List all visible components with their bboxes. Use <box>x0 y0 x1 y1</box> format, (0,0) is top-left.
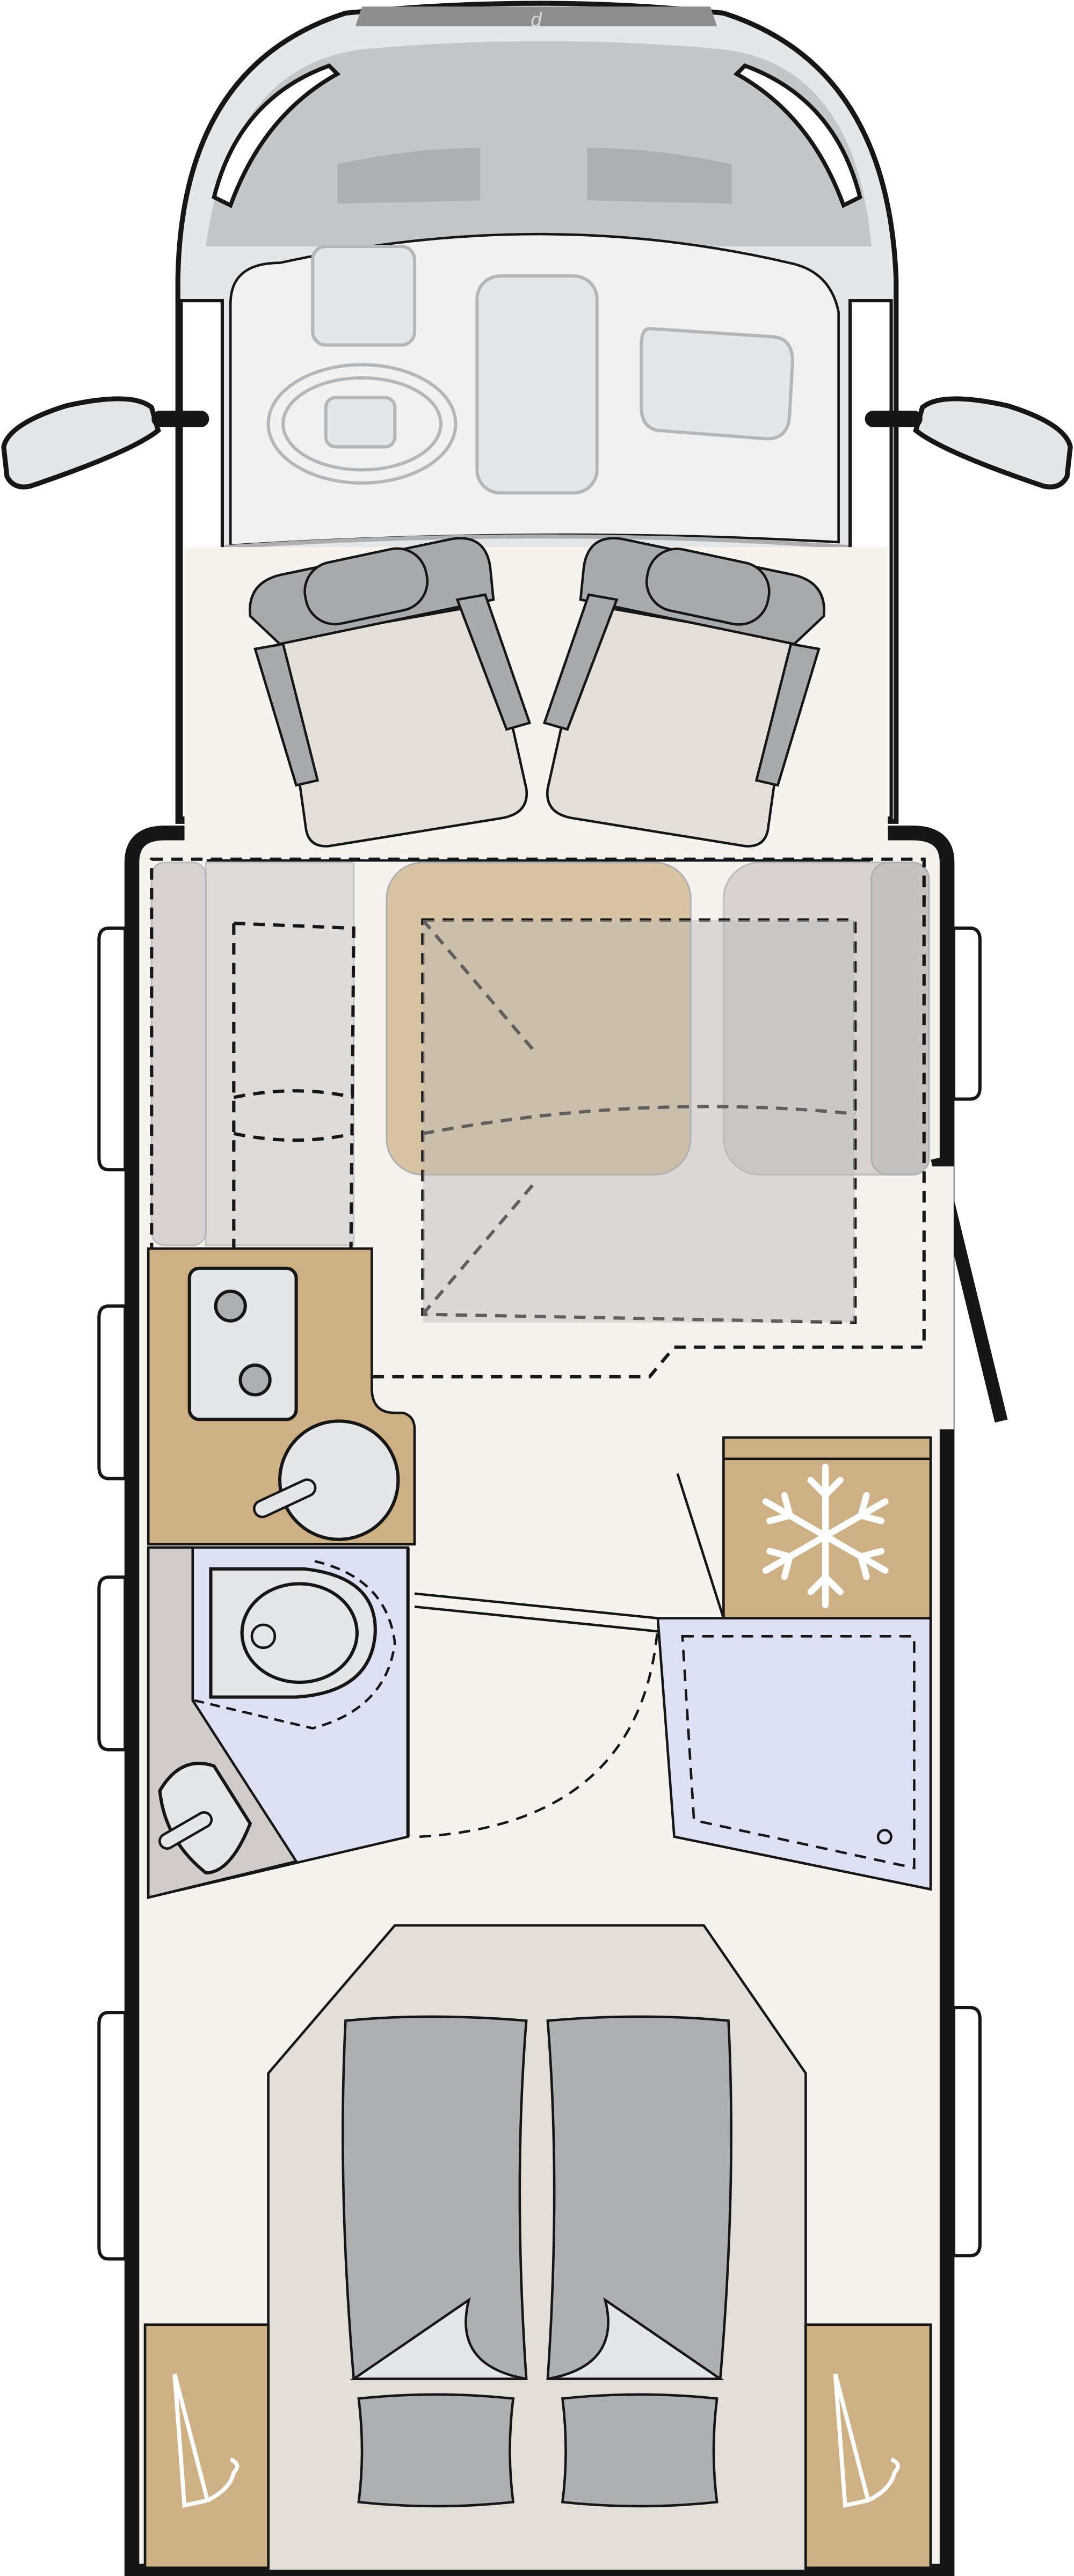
pillow-left <box>357 2393 515 2508</box>
shower <box>656 1617 932 1891</box>
fridge-door-swing <box>676 1473 725 1619</box>
windshield-left <box>212 63 341 208</box>
drain-icon <box>876 1829 892 1845</box>
toilet-seat-icon <box>250 1623 277 1650</box>
dashboard <box>206 41 872 247</box>
snowflake-icon <box>762 1463 889 1609</box>
window <box>952 2005 982 2258</box>
door-swing <box>419 1626 659 1838</box>
passenger-seat <box>542 537 825 848</box>
bed-extension-main <box>421 918 857 1324</box>
window <box>97 1575 127 1752</box>
bedroom <box>267 1924 807 2573</box>
bathroom <box>147 1546 659 1899</box>
hanger-icon <box>833 2373 900 2508</box>
turned-sheet-right <box>547 2297 724 2381</box>
mirror-left <box>1 396 209 490</box>
kitchen-sink <box>278 1419 400 1541</box>
bathroom-door <box>414 1592 658 1633</box>
shower-outline <box>681 1635 916 1870</box>
window <box>97 1304 127 1480</box>
vent-right <box>587 148 732 204</box>
bed-fill <box>423 920 855 1323</box>
logo: d <box>531 9 542 31</box>
kitchen <box>147 1247 416 1546</box>
window <box>97 2011 127 2261</box>
wardrobe-right <box>804 2323 932 2569</box>
door-opening <box>931 1166 954 1429</box>
basin-faucet-icon <box>158 1811 213 1850</box>
bench-left-seat <box>205 862 355 1246</box>
bench-right-back <box>870 862 930 1176</box>
dinette-table <box>386 862 692 1176</box>
cab-rear-line <box>181 534 893 553</box>
burner-icon <box>238 1363 272 1397</box>
window <box>97 926 127 1172</box>
toilet-swing-path <box>194 1559 396 1730</box>
dinette <box>150 857 930 1378</box>
fridge <box>676 1436 932 1619</box>
windshield-right <box>733 63 862 208</box>
mattress-left <box>342 2015 528 2381</box>
wardrobe-left <box>143 2323 270 2569</box>
side-windows <box>97 926 982 2261</box>
burner-icon <box>214 1289 247 1323</box>
mirror-right <box>865 396 1073 490</box>
pillow-right <box>561 2393 719 2508</box>
toilet-bowl <box>240 1582 359 1684</box>
vent-left <box>337 148 481 204</box>
mattress-right <box>546 2015 732 2381</box>
faucet-icon <box>252 1478 317 1519</box>
driver-seat <box>249 537 532 848</box>
hanger-icon <box>172 2373 240 2508</box>
window <box>952 926 982 1101</box>
shower-tray <box>656 1617 932 1891</box>
turned-sheet-left <box>350 2297 527 2381</box>
bench-left <box>150 862 207 1246</box>
steering-wheel-icon <box>266 245 458 485</box>
stove <box>187 1266 298 1421</box>
hood-grille <box>355 6 717 26</box>
glovebox <box>640 327 794 441</box>
center-console <box>475 274 599 495</box>
pull-down-bed-outline <box>150 857 926 1378</box>
